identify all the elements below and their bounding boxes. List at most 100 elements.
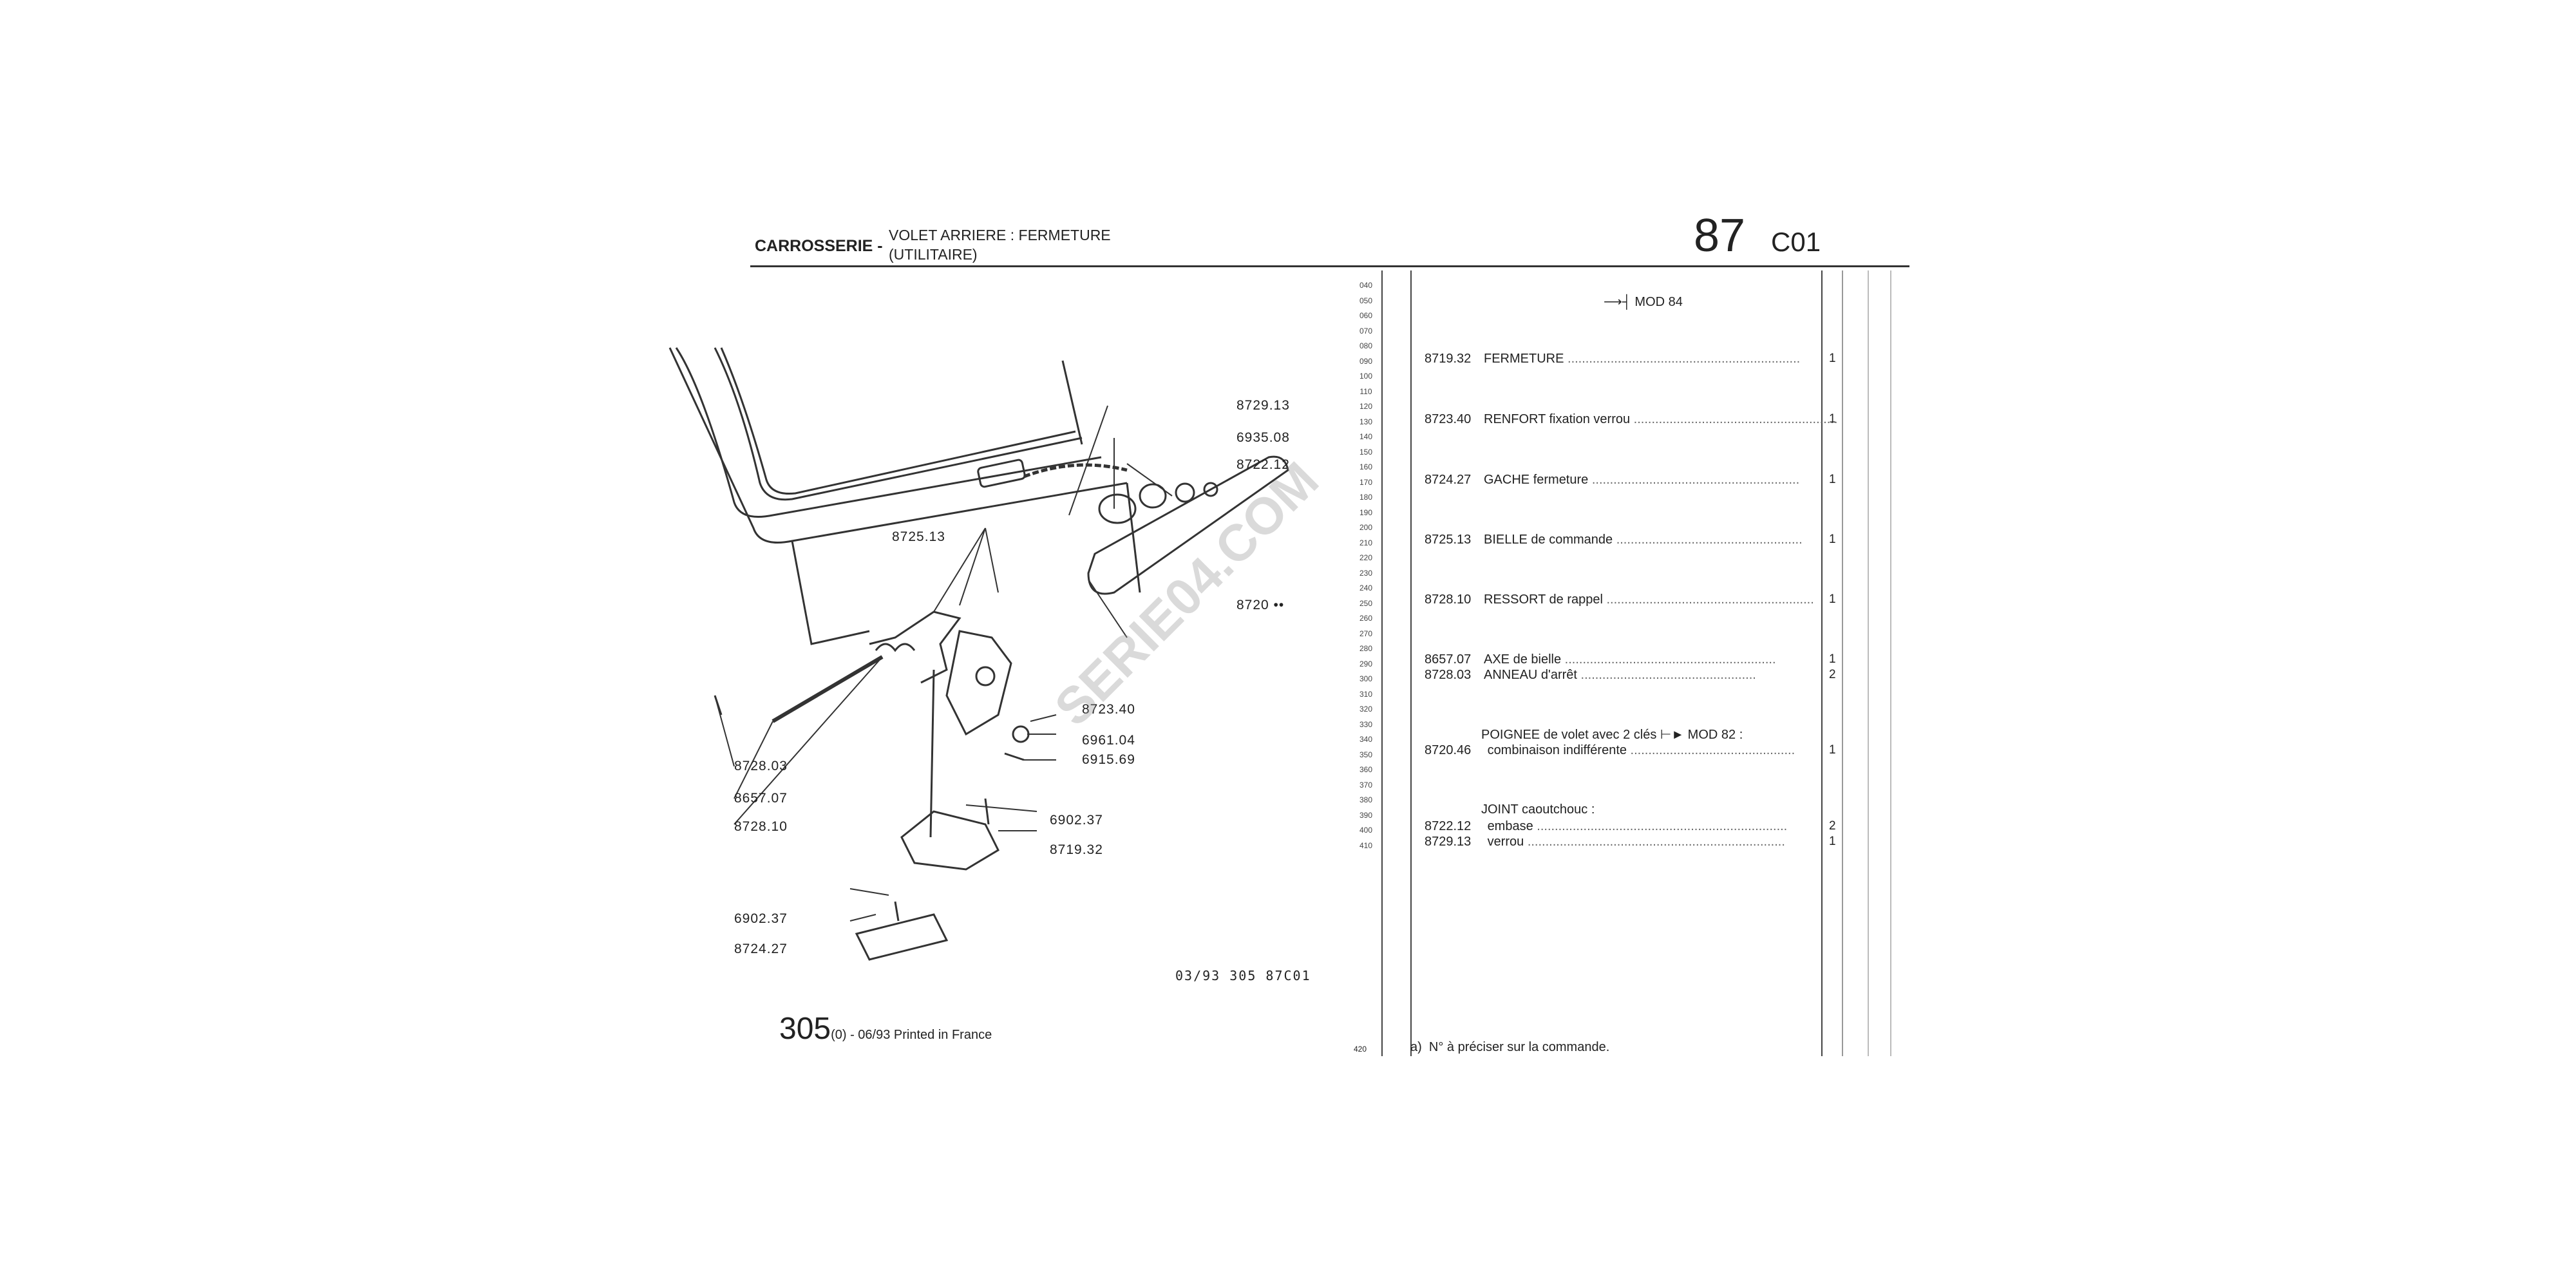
model-label: 305 [779,1012,831,1046]
line-number: 390 [1359,810,1373,820]
part-qty: 1 [1829,652,1836,666]
part-name: BIELLE [1484,533,1528,547]
line-number: 200 [1359,523,1373,532]
diagram-reference: 03/93 305 87C01 [1175,968,1311,983]
callout-label: 8657.07 [734,791,788,806]
leader-dots: ........................................… [1588,473,1800,487]
callout-label: 6902.37 [1050,813,1103,828]
part-qty: 2 [1829,819,1836,833]
header-rule [750,265,1909,267]
leader-dots: ........................................… [1613,533,1803,547]
subtitle-line-2: (UTILITAIRE) [889,246,978,263]
callout-label: 8725.13 [892,529,945,544]
line-number: 170 [1359,477,1373,487]
line-number: 420 [1354,1045,1367,1054]
line-number: 360 [1359,765,1373,774]
column-rule [1868,270,1869,1056]
line-number: 260 [1359,614,1373,623]
callout-label: 6935.08 [1236,430,1290,445]
leader-dots: ........................................… [1630,412,1838,426]
line-number: 190 [1359,507,1373,517]
part-qty: 1 [1829,473,1836,486]
group-title: JOINT caoutchouc : [1481,802,1595,817]
line-number: 110 [1359,386,1372,396]
leader-dots: ........................................… [1627,743,1795,757]
arrow-icon: ⟶┤ [1604,295,1635,309]
part-detail: de rappel [1549,592,1603,607]
part-detail: combinaison indifférente [1487,743,1627,757]
line-number: 140 [1359,432,1373,441]
part-qty: 1 [1829,533,1836,546]
part-detail: verrou [1487,835,1524,849]
subtitle-line-1: VOLET ARRIERE : FERMETURE [889,227,1111,243]
line-number: 410 [1359,840,1373,850]
leader-dots: ........................................… [1561,652,1776,667]
part-detail: embase [1487,819,1533,833]
line-number: 130 [1359,417,1373,426]
part-name: ANNEAU [1484,668,1538,682]
part-ref: 8722.12 [1425,819,1472,833]
footnote-text: N° à préciser sur la commande. [1428,1040,1610,1054]
line-number: 310 [1359,689,1373,699]
line-number: 340 [1359,735,1373,744]
line-number: 290 [1359,659,1373,668]
exploded-diagram [668,347,1289,961]
part-qty: 1 [1829,352,1836,365]
line-number: 160 [1359,462,1373,471]
line-number: 280 [1359,644,1373,653]
line-number: 230 [1359,568,1373,578]
part-ref: 8728.03 [1425,668,1472,682]
callout-label: 8729.13 [1236,398,1290,413]
leader-dots: ........................................… [1602,592,1814,607]
line-number: 090 [1359,356,1373,366]
callout-label: 8723.40 [1082,702,1135,717]
part-ref: 8725.13 [1425,533,1472,547]
column-rule [1842,270,1843,1056]
page-number: 87 [1694,210,1746,261]
part-row: 8725.13 BIELLE de commande ..............… [1425,533,1803,547]
edition-label: (0) - 06/93 Printed in France [831,1028,992,1042]
model-number: 305(0) - 06/93 Printed in France [779,1011,992,1046]
part-row: 8729.13 verrou .........................… [1425,835,1785,849]
mod-note: ⟶┤ MOD 84 [1604,294,1683,310]
line-number: 060 [1359,311,1373,320]
part-name: AXE [1484,652,1510,667]
line-number: 320 [1359,705,1373,714]
part-ref: 8720.46 [1425,743,1472,757]
part-name: RENFORT [1484,412,1546,426]
line-number: 270 [1359,629,1373,638]
line-number: 380 [1359,795,1373,804]
callout-label: 6915.69 [1082,752,1135,767]
leader-dots: ........................................… [1524,835,1785,849]
callout-label: 6902.37 [734,911,788,926]
part-ref: 8657.07 [1425,652,1472,667]
line-number: 050 [1359,296,1373,305]
leader-dots: ........................................… [1577,668,1756,682]
footnote-marker: a) [1410,1040,1422,1054]
line-number: 350 [1359,750,1373,759]
part-name: GACHE [1484,473,1530,487]
callout-label: 8719.32 [1050,842,1103,857]
part-name: RESSORT [1484,592,1546,607]
part-detail: de commande [1531,533,1613,547]
line-number: 040 [1359,281,1373,290]
line-number: 120 [1359,402,1373,411]
part-row: 8722.12 embase .........................… [1425,819,1787,834]
part-detail: fixation verrou [1549,412,1631,426]
part-name: FERMETURE [1484,352,1564,366]
column-rule [1890,270,1891,1056]
line-number: 240 [1359,583,1373,592]
page-code: C01 [1771,227,1821,257]
line-number: 330 [1359,719,1373,729]
line-number: 150 [1359,447,1373,457]
part-qty: 1 [1829,592,1836,606]
callout-label: 6961.04 [1082,733,1135,748]
column-rule [1410,270,1412,1056]
callout-label: 8728.03 [734,759,788,773]
line-number: 210 [1359,538,1373,547]
